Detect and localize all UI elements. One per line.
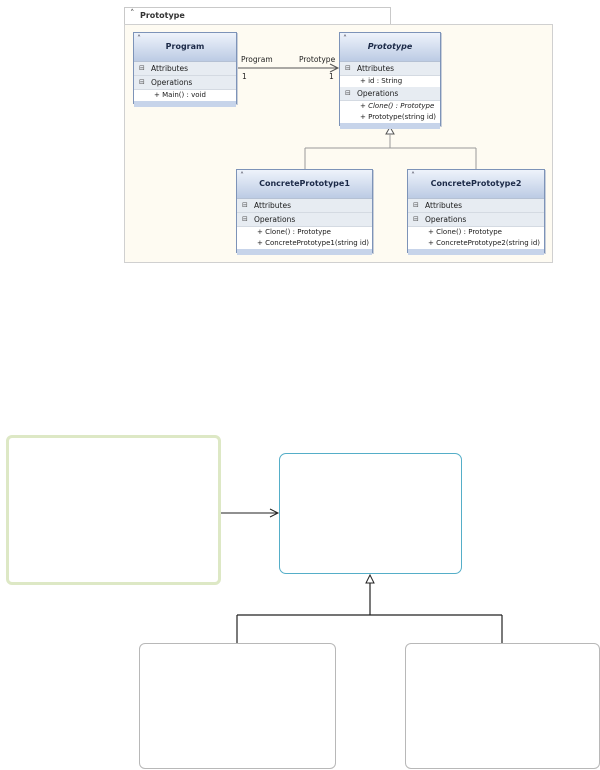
class-header: ˄ Prototype — [340, 33, 440, 62]
shape-connectors — [221, 508, 503, 643]
association-source-multiplicity: 1 — [242, 72, 247, 81]
collapse-section-icon[interactable]: ⊟ — [413, 201, 419, 209]
collapse-icon[interactable]: ˄ — [137, 34, 141, 43]
operations-section[interactable]: ⊟ Operations — [340, 87, 440, 101]
class-footer — [408, 249, 544, 255]
collapse-icon[interactable]: ˄ — [411, 171, 415, 180]
client-placeholder-box[interactable] — [6, 435, 221, 585]
uml-connectors — [237, 63, 477, 170]
section-label: Operations — [151, 78, 193, 87]
operation-item[interactable]: + ConcretePrototype2(string id) — [408, 238, 544, 249]
collapse-icon[interactable]: ˄ — [130, 9, 135, 19]
operation-item[interactable]: + Prototype(string id) — [340, 112, 440, 123]
attributes-section[interactable]: ⊟ Attributes — [340, 62, 440, 76]
class-concrete-prototype-1[interactable]: ˄ ConcretePrototype1 ⊟ Attributes ⊟ Oper… — [236, 169, 373, 255]
section-label: Attributes — [425, 201, 463, 210]
diagram-panel-title: Prototype — [140, 11, 185, 20]
class-footer — [340, 123, 440, 129]
association-source-role: Program — [241, 55, 273, 64]
prototype-placeholder-box[interactable] — [279, 453, 462, 574]
attributes-section[interactable]: ⊟ Attributes — [408, 199, 544, 213]
class-header: ˄ ConcretePrototype1 — [237, 170, 372, 199]
attributes-section[interactable]: ⊟ Attributes — [237, 199, 372, 213]
class-program[interactable]: ˄ Program ⊟ Attributes ⊟ Operations + Ma… — [133, 32, 237, 107]
class-header: ˄ Program — [134, 33, 236, 62]
generalization-arrowhead — [365, 573, 375, 584]
operation-item[interactable]: + ConcretePrototype1(string id) — [237, 238, 372, 249]
concrete-prototype-1-placeholder-box[interactable] — [139, 643, 336, 769]
class-concrete-prototype-2[interactable]: ˄ ConcretePrototype2 ⊟ Attributes ⊟ Oper… — [407, 169, 545, 255]
operations-section[interactable]: ⊟ Operations — [134, 76, 236, 90]
diagram-panel-tab[interactable]: ˄ Prototype — [124, 7, 391, 25]
operation-item[interactable]: + Clone() : Prototype — [340, 101, 440, 112]
class-header: ˄ ConcretePrototype2 — [408, 170, 544, 199]
section-label: Operations — [357, 89, 399, 98]
class-footer — [237, 249, 372, 255]
section-label: Attributes — [254, 201, 292, 210]
attribute-item[interactable]: + id : String — [340, 76, 440, 87]
collapse-section-icon[interactable]: ⊟ — [242, 201, 248, 209]
collapse-section-icon[interactable]: ⊟ — [242, 215, 248, 223]
class-prototype[interactable]: ˄ Prototype ⊟ Attributes + id : String ⊟… — [339, 32, 441, 129]
section-label: Operations — [425, 215, 467, 224]
association-target-multiplicity: 1 — [329, 72, 334, 81]
class-name: Program — [165, 42, 205, 51]
operation-item[interactable]: + Clone() : Prototype — [408, 227, 544, 238]
collapse-section-icon[interactable]: ⊟ — [139, 64, 145, 72]
class-name: ConcretePrototype2 — [430, 179, 522, 188]
collapse-section-icon[interactable]: ⊟ — [139, 78, 145, 86]
collapse-icon[interactable]: ˄ — [343, 34, 347, 43]
collapse-section-icon[interactable]: ⊟ — [413, 215, 419, 223]
section-label: Operations — [254, 215, 296, 224]
attributes-section[interactable]: ⊟ Attributes — [134, 62, 236, 76]
section-label: Attributes — [151, 64, 189, 73]
association-arrowhead — [269, 508, 280, 518]
concrete-prototype-2-placeholder-box[interactable] — [405, 643, 600, 769]
class-name: Prototype — [367, 42, 413, 51]
class-name: ConcretePrototype1 — [259, 179, 350, 188]
collapse-icon[interactable]: ˄ — [240, 171, 244, 180]
association-arrowhead — [329, 63, 340, 73]
class-footer — [134, 101, 236, 107]
operation-item[interactable]: + Main() : void — [134, 90, 236, 101]
collapse-section-icon[interactable]: ⊟ — [345, 89, 351, 97]
operations-section[interactable]: ⊟ Operations — [237, 213, 372, 227]
association-target-role: Prototype — [299, 55, 336, 64]
section-label: Attributes — [357, 64, 395, 73]
operation-item[interactable]: + Clone() : Prototype — [237, 227, 372, 238]
collapse-section-icon[interactable]: ⊟ — [345, 64, 351, 72]
operations-section[interactable]: ⊟ Operations — [408, 213, 544, 227]
